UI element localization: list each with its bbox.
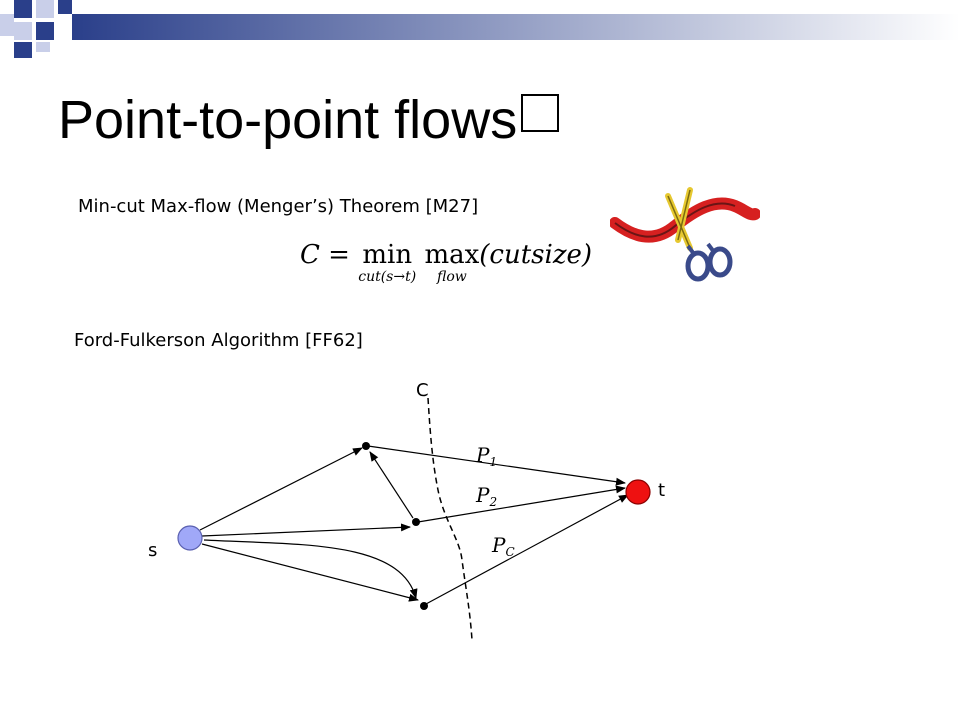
intermediate-node: [412, 518, 420, 526]
formula-min-op: min: [362, 240, 413, 270]
intermediate-node: [362, 442, 370, 450]
formula-max: max flow: [424, 240, 479, 284]
formula-equals: =: [328, 240, 350, 270]
edge-b-a: [369, 451, 414, 519]
sink-node: [625, 479, 651, 505]
path-label-1-base: P: [475, 443, 490, 467]
formula-lhs: C: [300, 240, 320, 270]
path-label-c-base: P: [491, 533, 506, 557]
page-title: Point-to-point flows: [58, 84, 560, 156]
header-square: [36, 22, 54, 40]
path-label-c-sub: C: [505, 545, 514, 559]
edge-b-t: [417, 485, 626, 523]
cut-line: [427, 397, 473, 641]
header-square: [14, 0, 32, 18]
formula-min: min cut(s→t): [358, 240, 416, 284]
path-label-2-base: P: [475, 483, 490, 507]
formula-min-sub: cut(s→t): [358, 269, 417, 285]
page-title-text: Point-to-point flows: [58, 90, 518, 150]
sink-label: t: [658, 480, 665, 501]
edge-a-t: [367, 445, 626, 486]
formula-max-sub: flow: [436, 269, 467, 285]
path-label-1: P1: [475, 443, 497, 469]
path-label-2: P2: [475, 483, 497, 509]
edge-s-c-curve: [203, 539, 418, 599]
algorithm-text: Ford-Fulkerson Algorithm [FF62]: [74, 330, 363, 351]
path-label-1-sub: 1: [489, 455, 497, 469]
path-label-2-sub: 2: [488, 495, 497, 509]
scissors-icon: [610, 187, 760, 282]
header-square: [36, 0, 54, 18]
header-square: [36, 42, 50, 52]
header-square: [14, 22, 32, 40]
source-label: s: [148, 540, 157, 561]
source-node: [177, 525, 203, 551]
header-square: [0, 14, 14, 36]
header-square: [14, 42, 32, 58]
formula-max-op: max: [424, 240, 480, 270]
header-gradient: [72, 14, 960, 40]
header-square: [58, 0, 72, 14]
edge-s-a: [199, 447, 363, 531]
header-bar: [0, 0, 960, 58]
path-label-c: PC: [491, 533, 515, 559]
edge-c-t: [425, 494, 629, 605]
intermediate-node: [420, 602, 428, 610]
edge-s-b: [201, 523, 411, 537]
title-box-glyph: [521, 94, 560, 132]
cut-label: C: [416, 380, 429, 401]
edge-s-c: [201, 543, 419, 602]
formula-arg: (cutsize): [479, 240, 593, 270]
formula: C = min cut(s→t) max flow (cutsize): [300, 240, 592, 284]
theorem-text: Min-cut Max-flow (Menger’s) Theorem [M27…: [78, 196, 479, 217]
